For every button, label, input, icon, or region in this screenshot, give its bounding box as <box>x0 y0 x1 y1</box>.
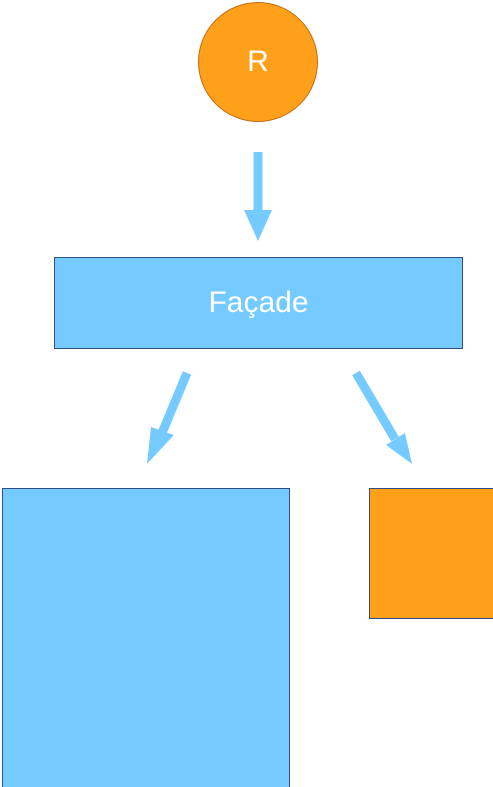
facade-label: Façade <box>208 286 309 319</box>
arrow-circle-to-facade <box>244 152 272 241</box>
left-subsystem-box <box>2 488 290 787</box>
facade-node: Façade <box>54 257 463 349</box>
right-subsystem-box <box>369 488 493 619</box>
top-circle-node: R <box>198 2 318 122</box>
arrow-facade-to-right-box <box>352 370 412 464</box>
arrow-facade-to-left-box <box>147 371 192 464</box>
top-circle-label: R <box>247 45 269 78</box>
